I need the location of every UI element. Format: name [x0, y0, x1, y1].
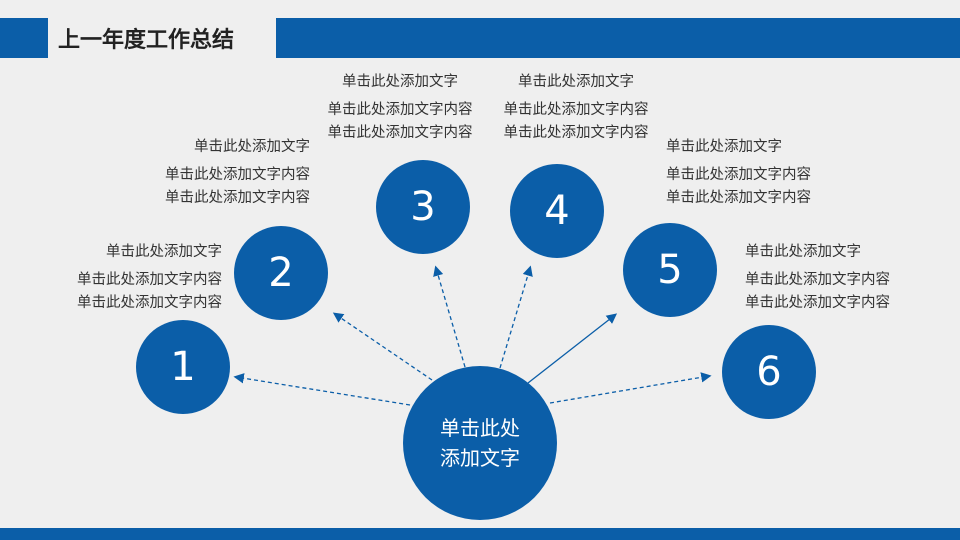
item-line: 单击此处添加文字内容: [503, 102, 649, 118]
item-line: 单击此处添加文字内容: [745, 295, 890, 311]
arrow-2: [332, 312, 433, 381]
item-line: 单击此处添加文字内容: [165, 190, 310, 206]
item-line: 单击此处添加文字内容: [503, 125, 649, 141]
circle-5[interactable]: 5: [623, 223, 717, 317]
circle-6[interactable]: 6: [722, 325, 816, 419]
arrow-5: [527, 313, 618, 384]
circle-2[interactable]: 2: [234, 226, 328, 320]
arrow-4: [499, 265, 533, 369]
item-title: 单击此处添加文字: [745, 244, 861, 260]
arrow-6: [549, 372, 712, 404]
arrow-3: [433, 265, 466, 368]
arrow-1: [233, 373, 411, 406]
item-title: 单击此处添加文字: [518, 74, 634, 90]
item-line: 单击此处添加文字内容: [77, 272, 222, 288]
circle-4[interactable]: 4: [510, 164, 604, 258]
center-circle[interactable]: 单击此处添加文字: [403, 366, 557, 520]
item-line: 单击此处添加文字内容: [745, 272, 890, 288]
circle-1[interactable]: 1: [136, 320, 230, 414]
item-line: 单击此处添加文字内容: [165, 167, 310, 183]
item-title: 单击此处添加文字: [194, 139, 310, 155]
item-line: 单击此处添加文字内容: [327, 102, 473, 118]
center-line-2: 添加文字: [440, 446, 520, 470]
item-title: 单击此处添加文字: [106, 244, 222, 260]
page-title: 上一年度工作总结: [58, 28, 235, 53]
item-line: 单击此处添加文字内容: [77, 295, 222, 311]
circle-3[interactable]: 3: [376, 160, 470, 254]
item-title: 单击此处添加文字: [342, 74, 458, 90]
item-title: 单击此处添加文字: [666, 139, 782, 155]
item-line: 单击此处添加文字内容: [666, 190, 811, 206]
footer-bar: [0, 528, 960, 540]
item-line: 单击此处添加文字内容: [666, 167, 811, 183]
item-line: 单击此处添加文字内容: [327, 125, 473, 141]
header-bar-left: [0, 18, 48, 58]
center-line-1: 单击此处: [440, 416, 520, 440]
header-bar-right: [276, 18, 960, 58]
